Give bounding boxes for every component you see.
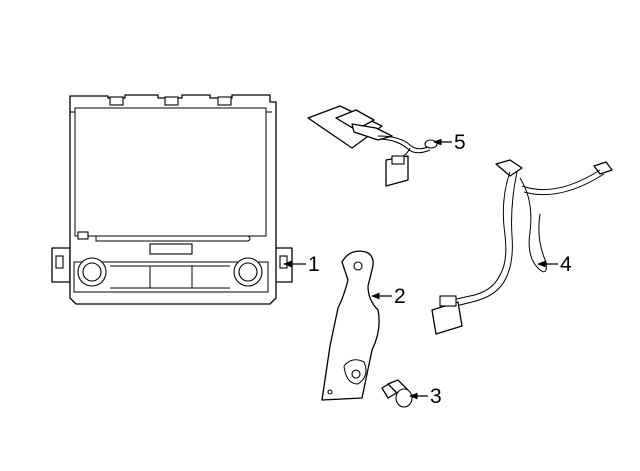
callout-arrows	[283, 138, 558, 400]
radio-unit-part	[51, 94, 293, 305]
antenna-module-part	[307, 105, 438, 187]
bolt-part	[381, 379, 413, 408]
bracket-part	[321, 250, 380, 401]
callout-2: 2	[394, 285, 406, 308]
wire-harness-part	[431, 159, 613, 335]
callout-4: 4	[560, 253, 572, 276]
callout-5: 5	[454, 131, 466, 154]
callout-1: 1	[308, 253, 320, 276]
callout-3: 3	[430, 385, 442, 408]
